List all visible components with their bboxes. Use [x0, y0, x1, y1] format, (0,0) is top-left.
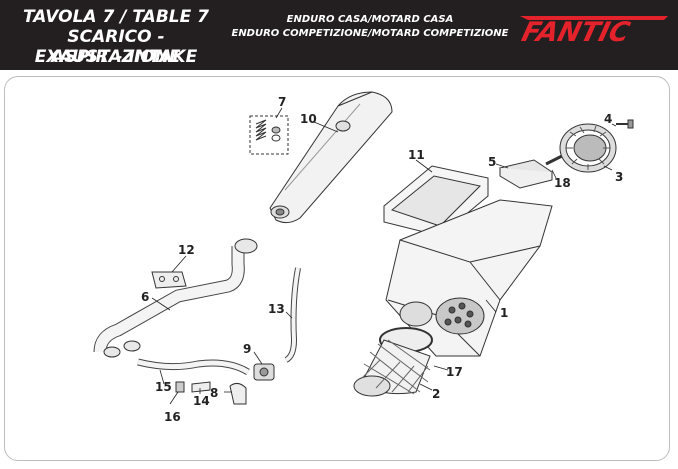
bracket-part [151, 271, 187, 289]
silencer-part [269, 91, 393, 224]
callout-11: 11 [408, 148, 425, 162]
sensor-part [545, 154, 563, 166]
fantic-logo: FANTIC [519, 16, 668, 46]
header-bar: TAVOLA 7 / TABLE 7 SCARICO - ASPIRAZIONE… [0, 0, 678, 70]
airbox-cover-part [383, 165, 489, 237]
fitting-part-16 [175, 381, 185, 393]
section-title-italian: SCARICO - ASPIRAZIONE [51, 27, 181, 67]
spring-kit-part [249, 115, 289, 155]
callout-9: 9 [243, 342, 252, 356]
screw-part [616, 119, 634, 129]
callout-2: 2 [432, 387, 441, 401]
callout-16: 16 [164, 410, 181, 424]
airbox-body-part [385, 199, 553, 357]
callout-10: 10 [300, 112, 317, 126]
callout-6: 6 [141, 290, 150, 304]
callout-4: 4 [604, 112, 613, 126]
callout-17: 17 [446, 365, 463, 379]
callout-5: 5 [488, 155, 497, 169]
callout-18: 18 [554, 176, 571, 190]
models-line-casa: ENDURO CASA/MOTARD CASA [286, 14, 454, 25]
section-title-english: EXAUST - INTAKE [34, 47, 198, 67]
diagram-frame [4, 76, 670, 461]
clamp-part-14 [191, 381, 211, 393]
clip-part-8 [229, 382, 247, 405]
callout-1: 1 [500, 306, 509, 320]
air-filter-part [559, 123, 617, 173]
callout-3: 3 [615, 170, 624, 184]
svg-text:FANTIC: FANTIC [519, 17, 633, 46]
header-pipe-part [93, 238, 258, 358]
filter-element-part [498, 159, 554, 189]
valve-part [253, 363, 275, 381]
intake-boot-part [353, 327, 433, 397]
callout-7: 7 [278, 95, 287, 109]
models-line-competizione: ENDURO COMPETIZIONE/MOTARD COMPETIZIONE [231, 28, 509, 39]
table-title: TAVOLA 7 / TABLE 7 [23, 7, 209, 27]
callout-12: 12 [178, 243, 195, 257]
callout-15: 15 [155, 380, 172, 394]
callout-8: 8 [210, 386, 219, 400]
callout-14: 14 [193, 394, 210, 408]
callout-13: 13 [268, 302, 285, 316]
